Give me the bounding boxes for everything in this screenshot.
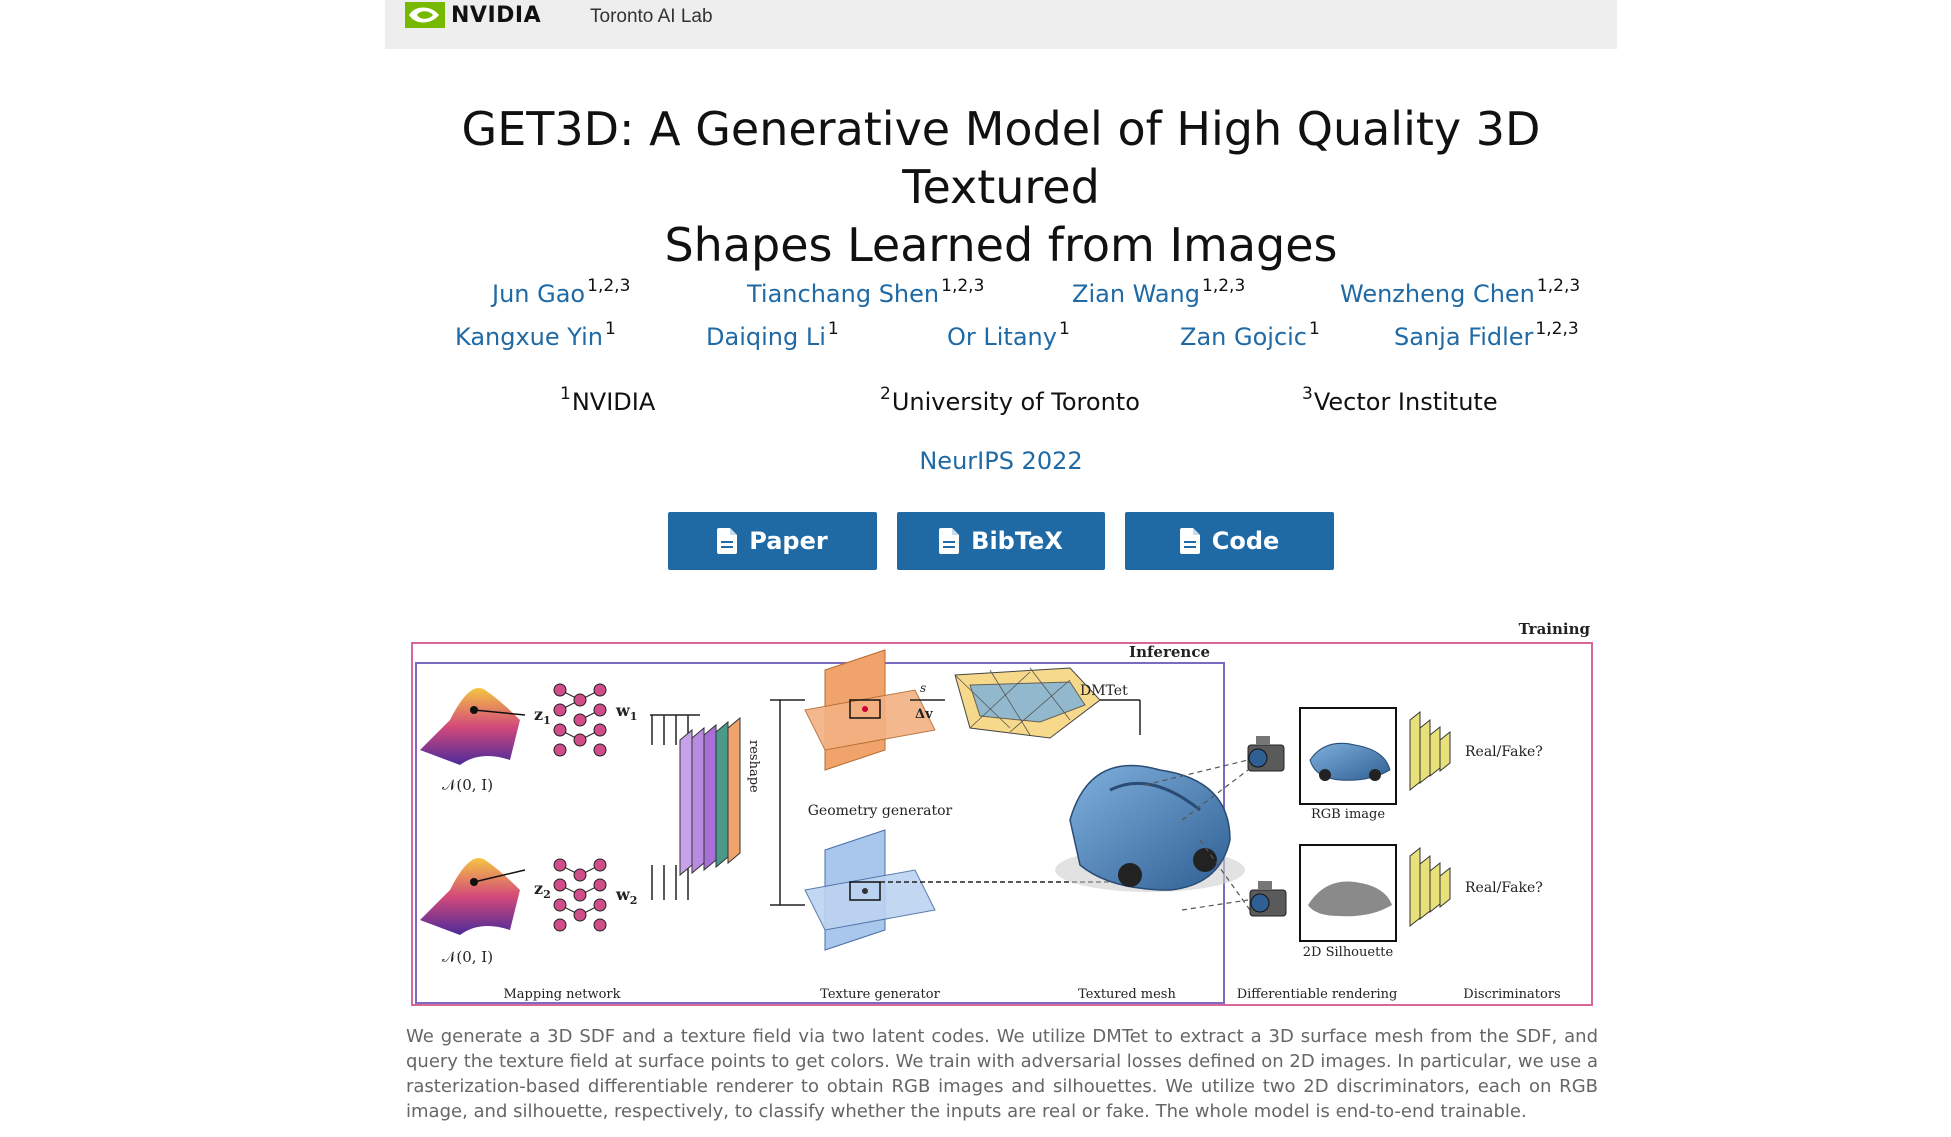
affiliation-name: University of Toronto [891,388,1140,416]
normal-label-1: 𝒩(0, I) [442,776,493,794]
discriminators-label: Discriminators [1463,987,1560,1002]
differentiable-rendering-label: Differentiable rendering [1237,987,1398,1002]
page-title: GET3D: A Generative Model of High Qualit… [385,100,1617,274]
author-name[interactable]: Zian Wang [1072,280,1201,308]
nvidia-eye-icon [405,2,445,28]
figure-caption: We generate a 3D SDF and a texture field… [406,1026,1598,1122]
venue-link[interactable]: NeurIPS 2022 [919,447,1083,475]
author-name[interactable]: Jun Gao [492,280,586,308]
nvidia-logo[interactable]: NVIDIA [405,0,541,30]
author-aff: 1 [604,319,616,339]
top-navbar: NVIDIA Toronto AI Lab [385,0,1617,49]
silhouette-label: 2D Silhouette [1303,945,1394,960]
texture-generator-label: Texture generator [820,987,940,1002]
affiliation-num: 2 [880,384,891,404]
author-name[interactable]: Daiqing Li [706,323,826,351]
title-line-1: GET3D: A Generative Model of High Qualit… [461,102,1541,214]
z1-label: z1 [534,705,551,727]
textured-car [1055,764,1245,892]
affiliation: 2University of Toronto [880,384,1140,416]
code-button[interactable]: Code [1125,512,1334,570]
discriminator-rgb [1409,710,1451,792]
bibtex-button[interactable]: BibTeX [897,512,1105,570]
author-name[interactable]: Tianchang Shen [747,280,940,308]
author-aff: 1,2,3 [1535,319,1579,339]
training-label: Training [1519,620,1591,638]
code-button-label: Code [1211,527,1280,555]
lab-name[interactable]: Toronto AI Lab [590,6,713,27]
affiliation-num: 1 [560,384,571,404]
affiliation-name: Vector Institute [1313,388,1498,416]
w1-label: w1 [615,701,637,723]
reshape-brace [770,699,805,906]
author-name[interactable]: Zan Gojcic [1180,323,1307,351]
dv-label: Δv [915,707,933,722]
si-label: s [920,681,926,695]
training-box [411,642,1593,1006]
geometry-generator-label: Geometry generator [808,803,953,819]
dmtet-label: DMTet [1080,683,1128,699]
triplane-features [679,716,741,877]
camera-icon [1249,881,1287,917]
author-aff: 1 [1309,319,1320,339]
geometry-triplane [804,649,936,771]
file-icon [717,528,738,554]
mapping-mlp-1 [553,683,607,757]
affiliation: 1NVIDIA [560,384,656,416]
discriminator-silhouette [1409,846,1451,928]
real-fake-label-2: Real/Fake? [1465,880,1543,896]
rgb-car [1309,742,1391,781]
affiliation: 3Vector Institute [1302,384,1498,416]
camera-icon [1247,736,1285,772]
author-aff: 1,2,3 [587,276,631,296]
author-name[interactable]: Or Litany [947,323,1057,351]
tet-mesh [954,667,1101,739]
mapping-mlp-2 [553,858,607,932]
bibtex-button-label: BibTeX [971,527,1063,555]
texture-triplane [804,829,936,951]
z2-label: z2 [534,879,551,901]
affiliation-name: NVIDIA [571,388,656,416]
paper-button-label: Paper [749,527,828,555]
paper-button[interactable]: Paper [668,512,877,570]
gaussian-2 [420,858,526,935]
architecture-figure: Training Inference 𝒩(0, I) 𝒩(0, I) z1 z2… [411,620,1593,1006]
style-arrows [650,714,700,900]
author-aff: 1,2,3 [1536,276,1581,296]
reshape-label: reshape [746,740,761,793]
author-aff: 1 [1058,319,1070,339]
title-line-2: Shapes Learned from Images [664,218,1338,272]
gaussian-1 [420,688,526,765]
author-name[interactable]: Wenzheng Chen [1340,280,1535,308]
normal-label-2: 𝒩(0, I) [442,948,493,966]
author-aff: 1,2,3 [1202,276,1246,296]
affiliation-num: 3 [1302,384,1313,404]
silhouette-car [1308,881,1392,917]
rgb-image-label: RGB image [1311,807,1385,822]
real-fake-label-1: Real/Fake? [1465,744,1543,760]
author-aff: 1,2,3 [941,276,985,296]
w2-label: w2 [615,885,637,907]
logo-text: NVIDIA [451,2,542,28]
file-icon [1179,528,1200,554]
mapping-network-label: Mapping network [503,987,620,1002]
author-name[interactable]: Sanja Fidler [1394,323,1534,351]
author-aff: 1 [827,319,839,339]
author-name[interactable]: Kangxue Yin [455,323,603,351]
inference-label: Inference [1129,643,1210,661]
file-icon [939,528,960,554]
textured-mesh-label: Textured mesh [1078,987,1176,1002]
